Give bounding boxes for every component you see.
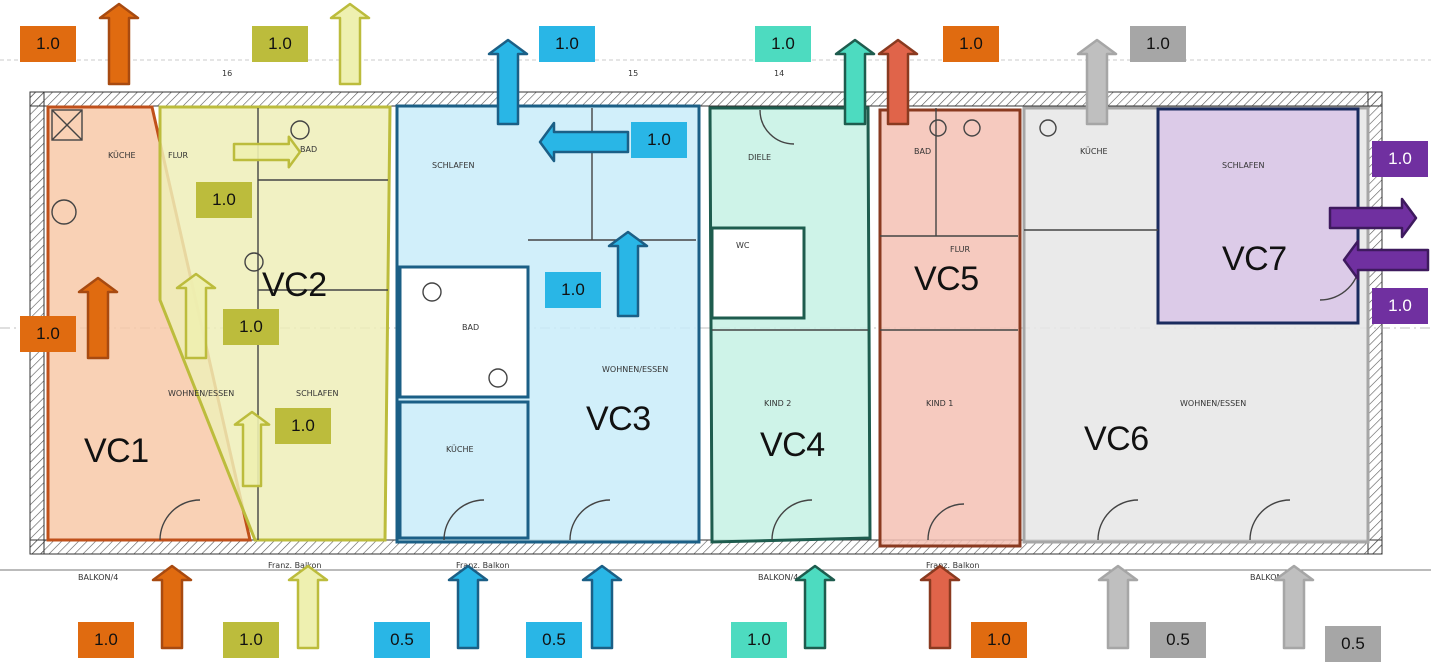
- badge-bottom-vc5: 1.0: [971, 622, 1027, 658]
- room-label: WOHNEN/ESSEN: [602, 365, 668, 374]
- zone-vc3-kueche: [398, 400, 530, 540]
- badge-vc3-internal-left: 1.0: [631, 122, 687, 158]
- axis-number: 14: [774, 69, 784, 78]
- plan-labels: KÜCHE FLUR BAD WOHNEN/ESSEN SCHLAFEN SCH…: [78, 69, 1290, 582]
- badge-bottom-vc1: 1.0: [78, 622, 134, 658]
- balkon-label: Franz. Balkon: [456, 561, 510, 570]
- badge-bottom-vc6-b: 0.5: [1325, 626, 1381, 662]
- zone-label-vc6: VC6: [1084, 420, 1149, 458]
- room-label: BAD: [914, 147, 931, 156]
- badge-vc2-internal-2: 1.0: [223, 309, 279, 345]
- arrow-up-vc2-bottom: [287, 564, 329, 650]
- arrow-up-vc3-bottom-b: [581, 564, 623, 650]
- room-label: BAD: [462, 323, 479, 332]
- arrow-up-vc6-bottom-a: [1097, 564, 1139, 650]
- balkon-label: BALKON/4: [1250, 573, 1290, 582]
- balkon-label: BALKON/4: [78, 573, 118, 582]
- balkon-label: Franz. Balkon: [268, 561, 322, 570]
- zone-label-vc7: VC7: [1222, 240, 1287, 278]
- room-label: FLUR: [950, 245, 971, 254]
- badge-vc3-internal-up: 1.0: [545, 272, 601, 308]
- room-label: SCHLAFEN: [296, 389, 338, 398]
- room-label: KÜCHE: [1080, 146, 1108, 156]
- room-label: KÜCHE: [108, 150, 136, 160]
- arrow-up-vc2-diagonal: [233, 410, 271, 488]
- badge-top-vc4: 1.0: [755, 26, 811, 62]
- zone-vc4: [708, 106, 872, 544]
- arrow-up-vc1-internal: [77, 276, 119, 360]
- zone-label-vc2: VC2: [262, 266, 327, 304]
- arrow-right-vc2-internal: [232, 135, 302, 169]
- arrow-up-vc3-top: [487, 38, 529, 126]
- axis-number: 16: [222, 69, 232, 78]
- room-label: DIELE: [748, 153, 771, 162]
- arrow-right-vc7-out: [1328, 197, 1418, 239]
- zone-vc7: [1156, 107, 1360, 325]
- balkon-label: BALKON/4: [758, 573, 798, 582]
- room-label: WOHNEN/ESSEN: [168, 389, 234, 398]
- arrow-up-vc3-internal: [607, 230, 649, 318]
- zone-label-vc5: VC5: [914, 260, 979, 298]
- balkon-label: Franz. Balkon: [926, 561, 980, 570]
- badge-bottom-vc4: 1.0: [731, 622, 787, 658]
- room-label: WC: [736, 241, 750, 250]
- zone-vc3-bad: [398, 265, 530, 399]
- arrow-up-vc2-internal: [175, 272, 217, 360]
- axis-number: 15: [628, 69, 638, 78]
- arrow-up-vc4-top: [834, 38, 876, 126]
- zone-vc5: [878, 108, 1022, 548]
- room-label: KIND 2: [764, 399, 791, 408]
- badge-right-vc7-top: 1.0: [1372, 141, 1428, 177]
- badge-bottom-vc3-b: 0.5: [526, 622, 582, 658]
- arrow-up-vc5-bottom: [919, 564, 961, 650]
- badge-bottom-vc2: 1.0: [223, 622, 279, 658]
- room-label: FLUR: [168, 151, 189, 160]
- zone-vc4-wc: [710, 226, 806, 320]
- badge-top-vc1: 1.0: [20, 26, 76, 62]
- badge-vc1-internal: 1.0: [20, 316, 76, 352]
- room-label: WOHNEN/ESSEN: [1180, 399, 1246, 408]
- badge-vc2-internal-3: 1.0: [275, 408, 331, 444]
- arrow-up-vc1-top: [98, 2, 140, 86]
- badge-bottom-vc6-a: 0.5: [1150, 622, 1206, 658]
- room-label: BAD: [300, 145, 317, 154]
- airflow-arrows: [77, 2, 1430, 650]
- building-walls: [0, 59, 1431, 571]
- room-label: SCHLAFEN: [432, 161, 474, 170]
- badge-top-vc3: 1.0: [539, 26, 595, 62]
- badge-top-vc2: 1.0: [252, 26, 308, 62]
- arrow-up-vc4-bottom: [794, 564, 836, 650]
- badge-top-vc5: 1.0: [943, 26, 999, 62]
- arrow-left-vc3-internal: [538, 121, 630, 163]
- arrow-up-vc6-top: [1076, 38, 1118, 126]
- arrow-up-vc3-bottom-a: [447, 564, 489, 650]
- badge-bottom-vc3-a: 0.5: [374, 622, 430, 658]
- arrow-up-vc5-top: [877, 38, 919, 126]
- room-label: KIND 1: [926, 399, 953, 408]
- arrow-left-vc7-in: [1342, 239, 1430, 281]
- badge-vc2-internal-1: 1.0: [196, 182, 252, 218]
- zone-label-vc1: VC1: [84, 432, 149, 470]
- badge-right-vc7-bottom: 1.0: [1372, 288, 1428, 324]
- badge-top-vc6: 1.0: [1130, 26, 1186, 62]
- zone-label-vc4: VC4: [760, 426, 825, 464]
- arrow-up-vc6-bottom-b: [1273, 564, 1315, 650]
- arrow-up-vc2-top: [329, 2, 371, 86]
- arrow-up-vc1-bottom: [151, 564, 193, 650]
- room-label: SCHLAFEN: [1222, 161, 1264, 170]
- zone-label-vc3: VC3: [586, 400, 651, 438]
- zone-vc1: [46, 105, 252, 542]
- room-label: KÜCHE: [446, 444, 474, 454]
